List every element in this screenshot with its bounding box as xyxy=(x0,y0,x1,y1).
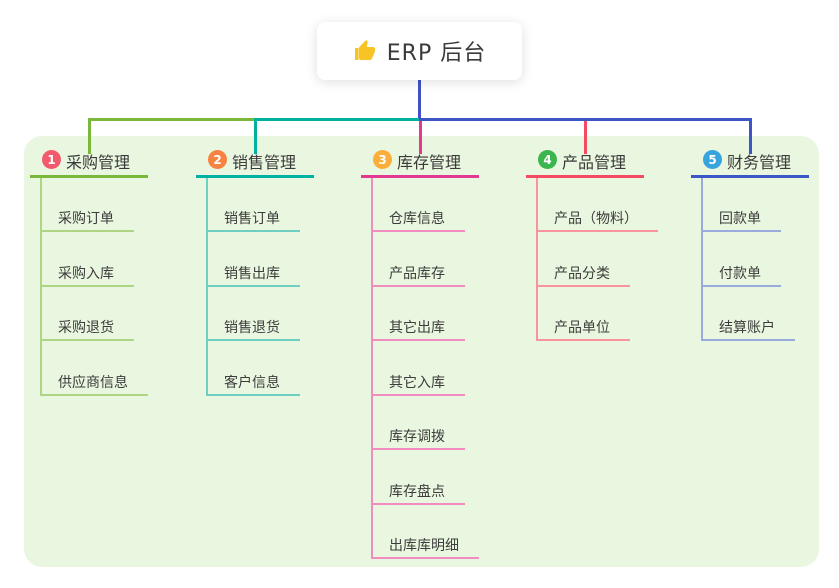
child-node[interactable]: 采购订单 xyxy=(58,211,114,227)
root-node[interactable]: ERP 后台 xyxy=(317,22,522,80)
branch-number-badge: 5 xyxy=(703,150,722,169)
branch-underline xyxy=(30,175,148,178)
child-node[interactable]: 采购入库 xyxy=(58,266,114,282)
child-node[interactable]: 客户信息 xyxy=(224,375,280,391)
child-underline xyxy=(371,339,465,341)
child-node[interactable]: 销售出库 xyxy=(224,266,280,282)
child-underline xyxy=(371,394,465,396)
children-connector-line xyxy=(40,178,42,396)
branch-node[interactable]: 产品管理 xyxy=(562,153,627,172)
child-underline xyxy=(206,339,300,341)
child-node[interactable]: 其它入库 xyxy=(389,375,445,391)
children-connector-line xyxy=(701,178,703,341)
child-underline xyxy=(206,285,300,287)
child-underline xyxy=(371,230,465,232)
child-node[interactable]: 产品（物料） xyxy=(554,211,638,227)
branch-drop-line xyxy=(88,121,91,154)
child-underline xyxy=(371,285,465,287)
root-connector-line xyxy=(418,79,421,121)
branch-drop-line xyxy=(749,121,752,154)
children-connector-line xyxy=(371,178,373,559)
child-underline xyxy=(371,448,465,450)
child-node[interactable]: 付款单 xyxy=(719,266,761,282)
child-underline xyxy=(371,503,465,505)
child-underline xyxy=(40,230,134,232)
child-underline xyxy=(40,339,134,341)
bus-connector-line xyxy=(419,118,752,121)
bus-connector-line xyxy=(88,118,257,121)
branch-node[interactable]: 采购管理 xyxy=(66,153,131,172)
branch-number-badge: 4 xyxy=(538,150,557,169)
child-node[interactable]: 回款单 xyxy=(719,211,761,227)
child-node[interactable]: 采购退货 xyxy=(58,320,114,336)
branch-number-badge: 3 xyxy=(373,150,392,169)
children-connector-line xyxy=(536,178,538,341)
branch-drop-line xyxy=(254,121,257,154)
root-node-label: ERP 后台 xyxy=(386,41,487,66)
child-underline xyxy=(536,339,630,341)
branch-drop-line xyxy=(584,121,587,154)
child-underline xyxy=(536,230,658,232)
branch-node[interactable]: 库存管理 xyxy=(397,153,462,172)
thumbs-up-icon xyxy=(353,39,377,63)
child-underline xyxy=(701,285,781,287)
branch-underline xyxy=(691,175,809,178)
branch-number-badge: 1 xyxy=(42,150,61,169)
child-underline xyxy=(206,394,300,396)
child-node[interactable]: 出库库明细 xyxy=(389,538,459,554)
branch-drop-line xyxy=(419,121,422,154)
child-node[interactable]: 库存盘点 xyxy=(389,484,445,500)
child-node[interactable]: 销售退货 xyxy=(224,320,280,336)
child-node[interactable]: 库存调拨 xyxy=(389,429,445,445)
children-connector-line xyxy=(206,178,208,396)
child-underline xyxy=(371,557,479,559)
child-underline xyxy=(206,230,300,232)
child-node[interactable]: 供应商信息 xyxy=(58,375,128,391)
child-node[interactable]: 产品分类 xyxy=(554,266,610,282)
child-underline xyxy=(701,339,795,341)
branch-underline xyxy=(361,175,479,178)
child-node[interactable]: 销售订单 xyxy=(224,211,280,227)
branches-panel xyxy=(24,136,819,567)
child-underline xyxy=(40,285,134,287)
branch-underline xyxy=(526,175,644,178)
child-underline xyxy=(701,230,781,232)
child-node[interactable]: 产品库存 xyxy=(389,266,445,282)
child-node[interactable]: 仓库信息 xyxy=(389,211,445,227)
child-underline xyxy=(40,394,148,396)
branch-node[interactable]: 财务管理 xyxy=(727,153,792,172)
branch-underline xyxy=(196,175,314,178)
child-node[interactable]: 其它出库 xyxy=(389,320,445,336)
child-node[interactable]: 结算账户 xyxy=(719,320,775,336)
bus-connector-line xyxy=(254,118,421,121)
child-node[interactable]: 产品单位 xyxy=(554,320,610,336)
child-underline xyxy=(536,285,630,287)
branch-number-badge: 2 xyxy=(208,150,227,169)
branch-node[interactable]: 销售管理 xyxy=(232,153,297,172)
